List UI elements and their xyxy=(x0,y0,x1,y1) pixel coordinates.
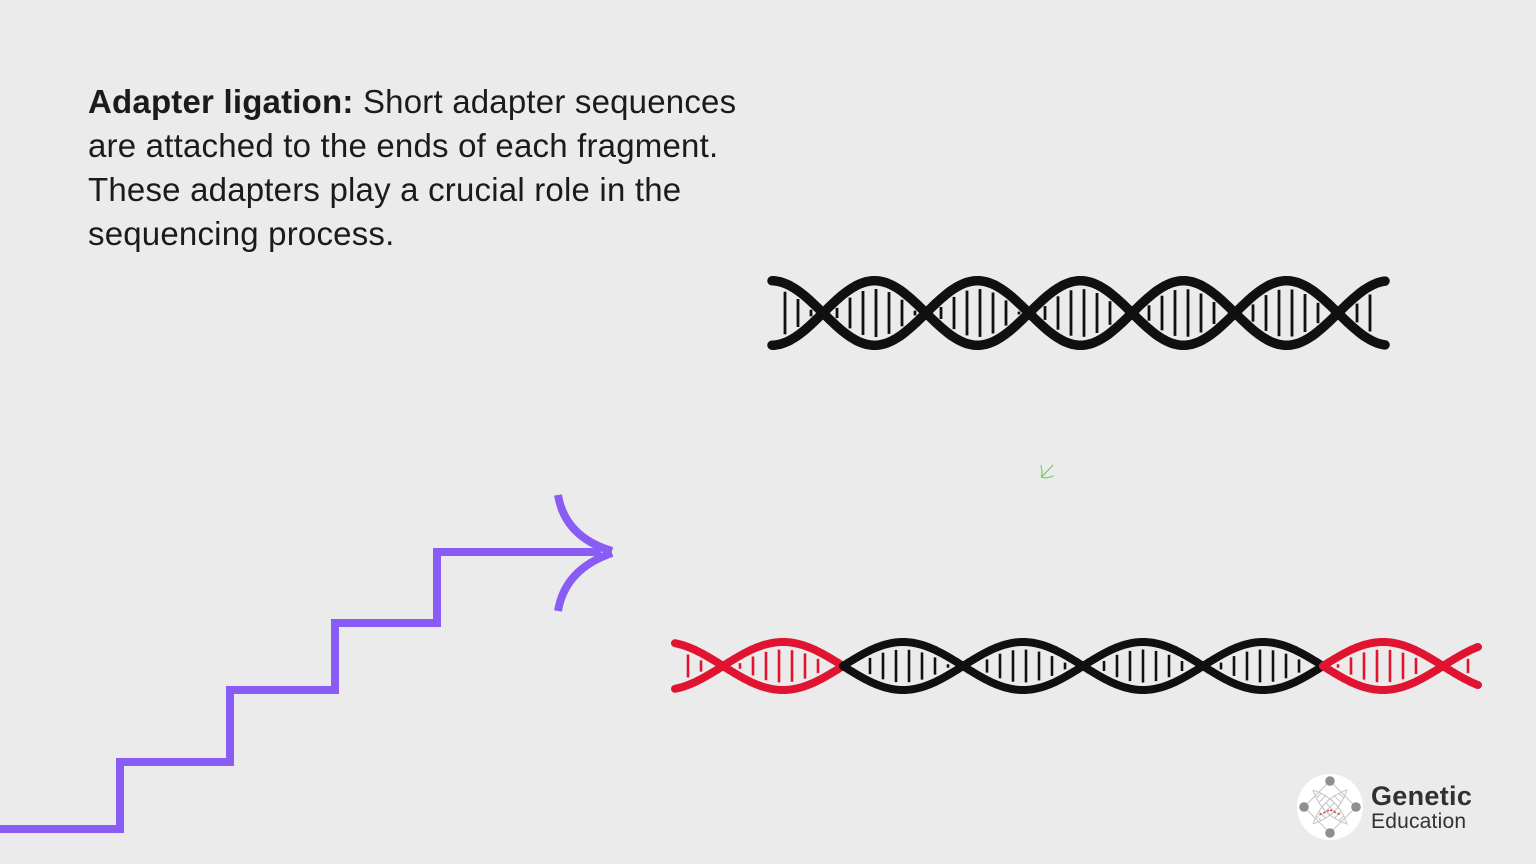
purple-arrowhead-lower-wing xyxy=(554,549,614,612)
description-line-2: are attached to the ends of each fragmen… xyxy=(88,127,719,164)
green-arrowhead-lower-wing xyxy=(1040,475,1054,479)
logo-red-dash xyxy=(1319,809,1331,816)
description-line-1: Short adapter sequences xyxy=(353,83,737,120)
description-line-3: These adapters play a crucial role in th… xyxy=(88,171,682,208)
purple-arrowhead-upper-wing xyxy=(554,494,614,555)
dna-helix-fragment xyxy=(767,276,1390,350)
dna-strand-top xyxy=(671,638,847,693)
logo-red-dash xyxy=(1329,809,1341,816)
purple-steps-arrow xyxy=(0,494,614,833)
description-bold-intro: Adapter ligation: xyxy=(88,83,354,120)
logo-text: Genetic Education xyxy=(1371,782,1472,834)
dna-strand-bottom xyxy=(671,639,847,694)
dna-strand-bottom xyxy=(767,276,1390,350)
dna-helix-with-adapters xyxy=(671,638,1482,694)
logo-title: Genetic xyxy=(1371,781,1473,811)
logo-node-dots xyxy=(1299,776,1361,838)
logo-subtitle: Education xyxy=(1371,810,1467,833)
green-arrowhead-upper-wing xyxy=(1040,464,1043,478)
logo-leaf-nw-se xyxy=(1312,789,1348,825)
purple-staircase-line xyxy=(0,548,601,833)
logo-dna-mesh-icon xyxy=(1297,774,1363,840)
dna-strand-bottom xyxy=(839,638,1327,694)
green-arrow-shaft xyxy=(1041,464,1054,477)
dna-strand-top xyxy=(767,276,1390,350)
dna-strand-bottom xyxy=(1319,638,1482,689)
green-arrow-down-left xyxy=(1040,464,1054,479)
genetic-education-logo: Genetic Education xyxy=(1295,772,1525,844)
description-line-4: sequencing process. xyxy=(88,215,395,252)
dna-strand-top xyxy=(1319,643,1482,694)
description-text: Adapter ligation: Short adapter sequence… xyxy=(88,80,868,256)
